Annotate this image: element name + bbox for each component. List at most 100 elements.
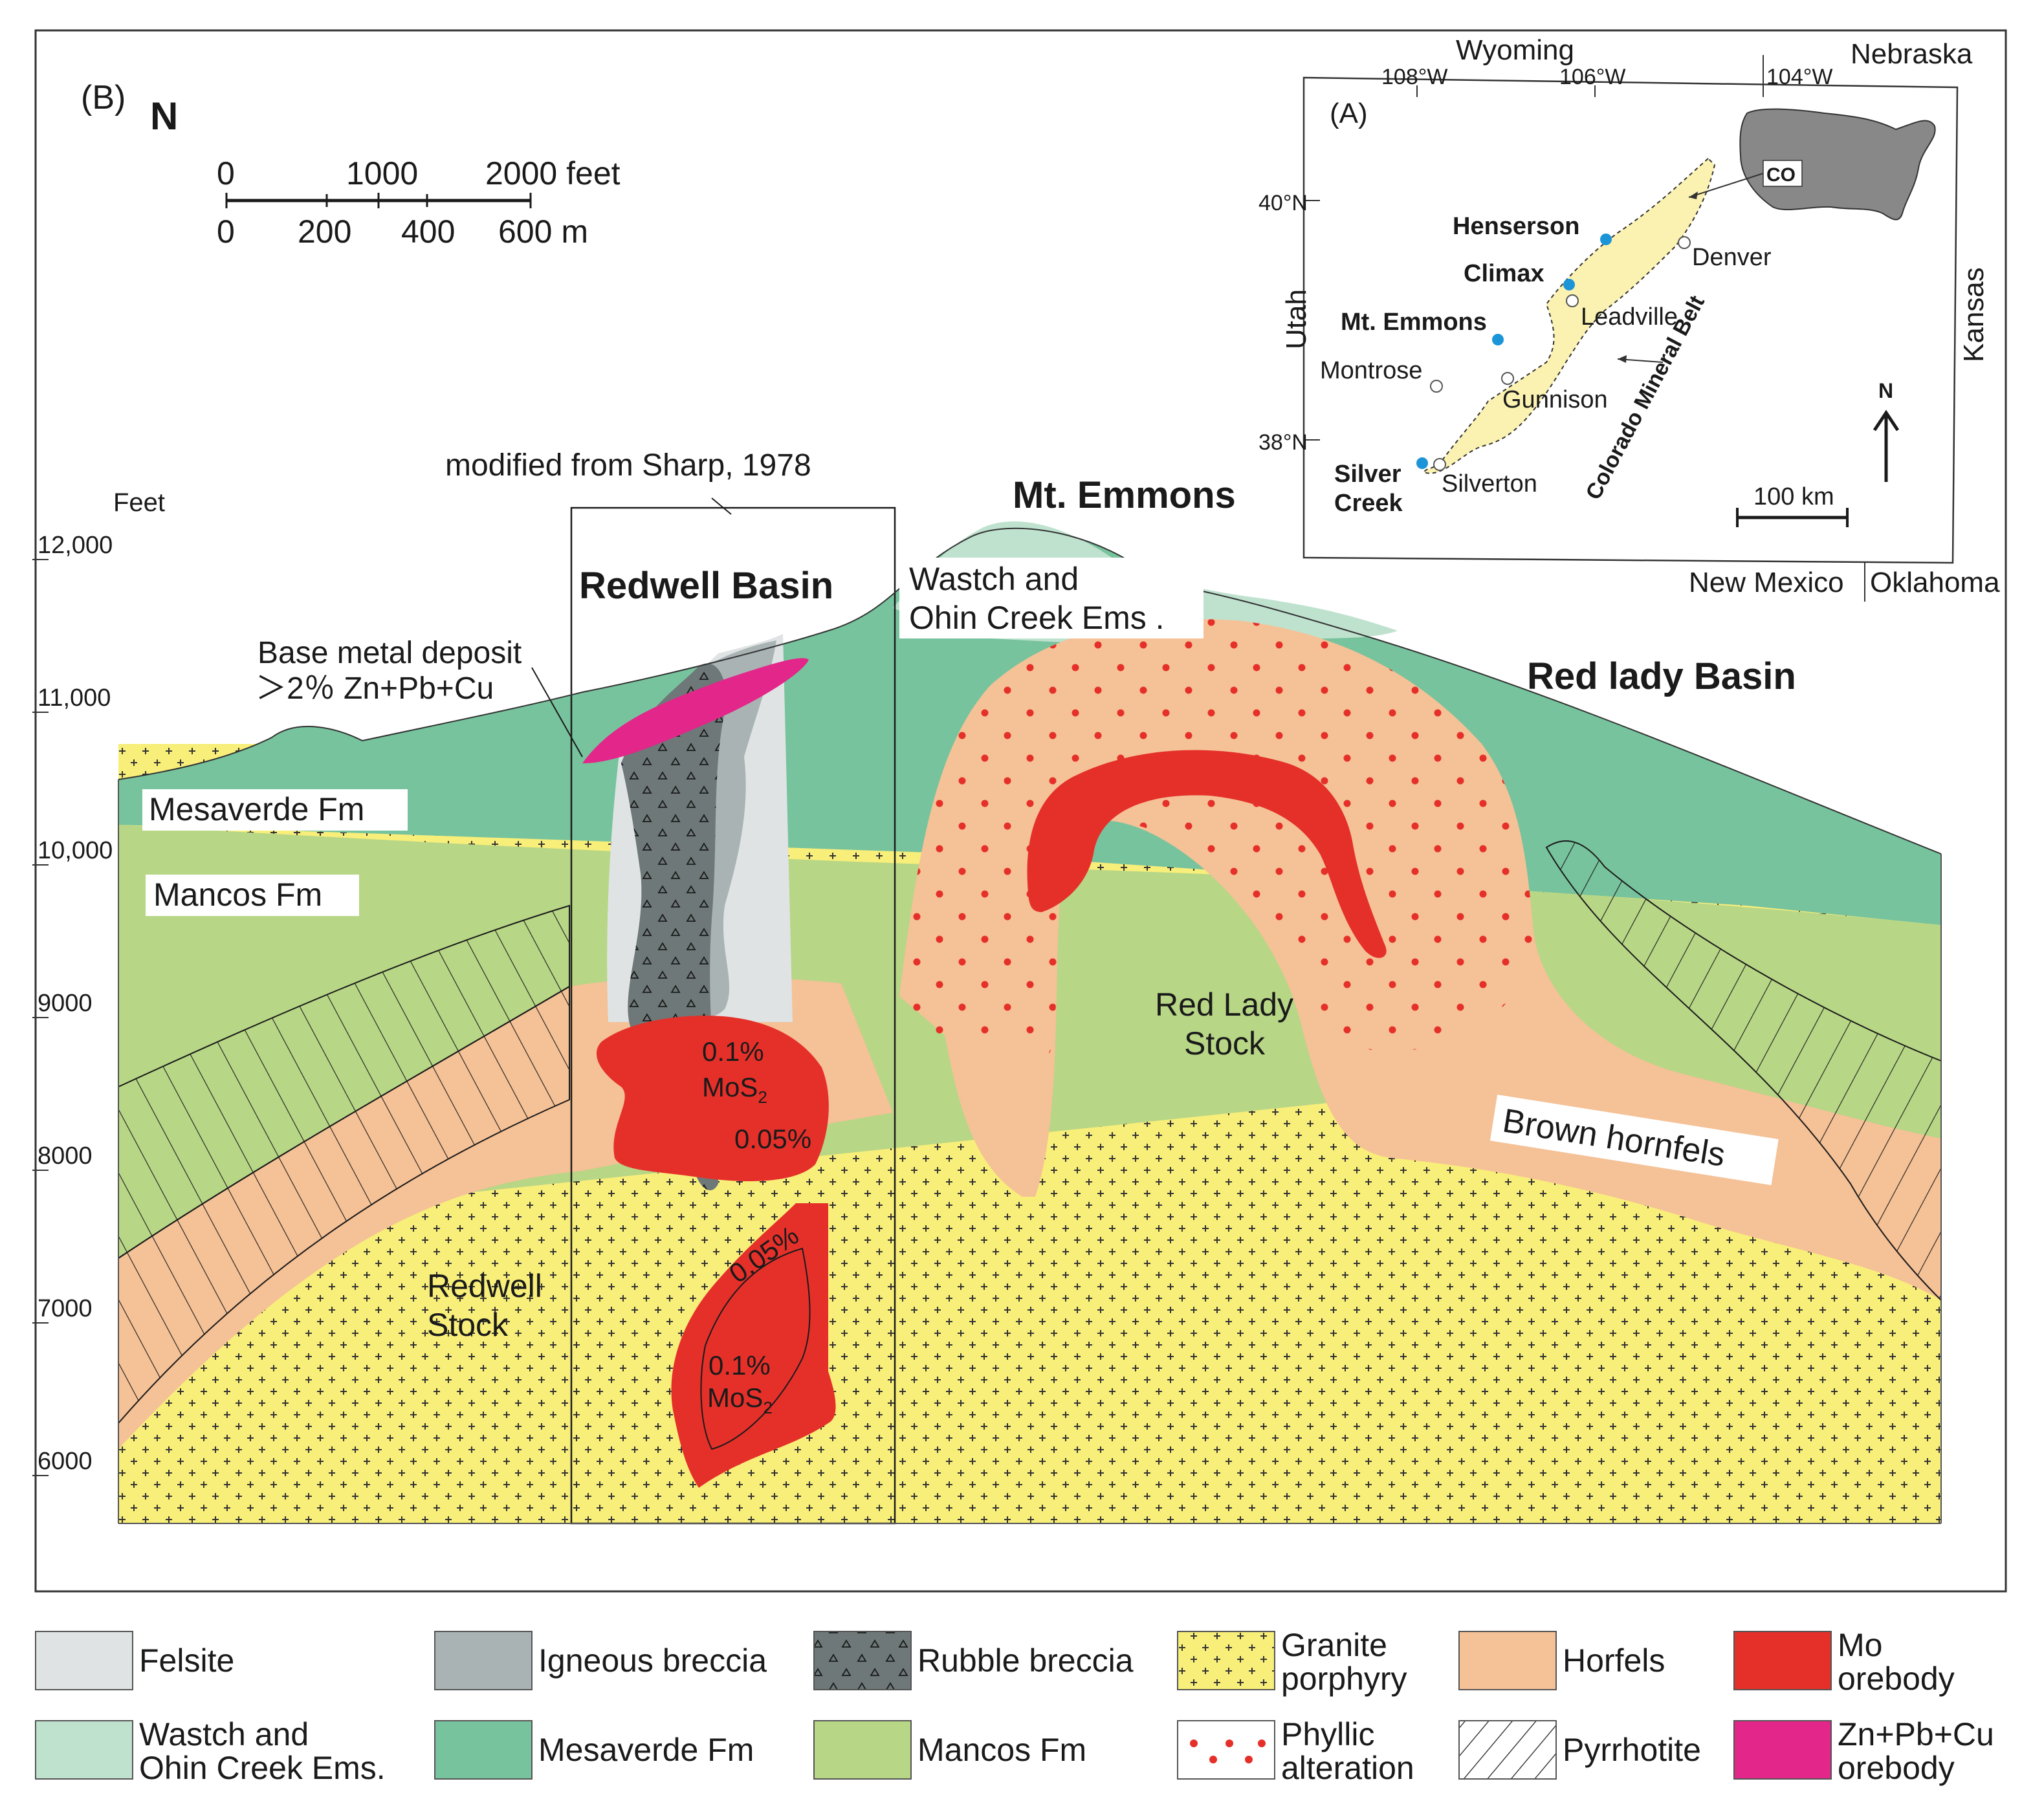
state-nebraska: Nebraska (1851, 38, 1973, 70)
lower-grade-2: 0.1% (709, 1350, 771, 1380)
legend-swatch (1458, 1720, 1557, 1780)
legend-label: Wastch and (139, 1716, 309, 1752)
legend-swatch (1733, 1631, 1832, 1690)
state-kansas: Kansas (1958, 267, 1990, 362)
deposit-silver: Silver (1334, 461, 1401, 488)
legend-item-rubble: Rubble breccia (813, 1631, 1134, 1690)
town-leadville: Leadville (1581, 303, 1678, 331)
elevation-tick: 9000 (38, 990, 93, 1017)
legend-label: Mesaverde Fm (538, 1732, 754, 1768)
lon-106: 106°W (1559, 65, 1625, 89)
scale-m-3: 600 m (498, 213, 588, 250)
state-oklahoma: Oklahoma (1870, 567, 2000, 598)
red-lady-basin-title: Red lady Basin (1527, 655, 1796, 697)
state-wyoming: Wyoming (1456, 34, 1574, 66)
deposit-creek: Creek (1334, 490, 1403, 517)
redwell-lower-mo-orebody (671, 1203, 836, 1488)
legend: Felsite Igneous breccia Rubble breccia Gran… (35, 1627, 1994, 1786)
elevation-tick: 8000 (38, 1142, 93, 1170)
scale-ft-2: 2000 feet (485, 155, 621, 191)
scale-bar: 0 1000 2000 feet 0 200 400 600 m (217, 155, 621, 250)
deposit-mt-emmons: Mt. Emmons (1341, 309, 1487, 336)
legend-item-igneous: Igneous breccia (434, 1631, 767, 1690)
base-metal-label-1: Base metal deposit (258, 636, 522, 670)
elevation-tick: 11,000 (38, 684, 111, 712)
legend-swatch (1177, 1720, 1275, 1780)
scale-ft-0: 0 (217, 155, 235, 191)
pyrrhotite-right (1545, 840, 1942, 1302)
inset-scale: 100 km (1753, 483, 1834, 510)
legend-label: Rubble breccia (918, 1642, 1134, 1679)
legend-label: Zn+Pb+Cu (1838, 1716, 1994, 1752)
legend-swatch (35, 1720, 133, 1780)
legend-swatch (1733, 1720, 1832, 1780)
town-silverton: Silverton (1442, 470, 1537, 497)
legend-item-hornfels: Horfels (1458, 1631, 1665, 1690)
scale-m-1: 200 (298, 213, 351, 250)
lat-40: 40°N (1258, 191, 1308, 215)
legend-label: Phyllic (1281, 1716, 1374, 1752)
legend-label: Granite (1281, 1627, 1387, 1663)
upper-grade-1: 0.1% (702, 1036, 764, 1067)
legend-item-mancos: Mancos Fm (813, 1720, 1086, 1780)
legend-label: Horfels (1563, 1642, 1665, 1679)
legend-label: Felsite (139, 1642, 234, 1679)
legend-label: Mo (1838, 1627, 1882, 1663)
legend-item-mesaverde: Mesaverde Fm (434, 1720, 754, 1780)
inset-map: CO Wyoming Nebraska New Mexico Oklahoma … (1258, 34, 2000, 602)
legend-swatch (434, 1720, 533, 1780)
panel-a-label: (A) (1330, 98, 1368, 129)
inset-co: CO (1766, 164, 1796, 186)
wastch-label-2: Ohin Creek Ems . (909, 600, 1165, 636)
deposit-climax: Climax (1464, 260, 1544, 287)
legend-swatch (813, 1720, 912, 1780)
town-denver: Denver (1692, 244, 1772, 271)
legend-label: Igneous breccia (538, 1642, 767, 1679)
town-montrose: Montrose (1320, 357, 1422, 384)
north-label: N (150, 94, 178, 138)
elevation-tick: 10,000 (38, 837, 113, 864)
deposit-henserson: Henserson (1453, 213, 1579, 240)
legend-label: Mancos Fm (918, 1732, 1086, 1768)
mt-emmons-title: Mt. Emmons (1013, 474, 1236, 516)
colorado-mineral-belt (1422, 157, 1716, 474)
redwell-stock-label-2: Stock (427, 1307, 509, 1343)
wastch-label-1: Wastch and (909, 561, 1079, 597)
town-gunnison: Gunnison (1502, 386, 1608, 413)
redwell-upper-mo-orebody (596, 1016, 829, 1181)
elevation-tick: 12,000 (38, 532, 113, 559)
mancos-label: Mancos Fm (153, 877, 322, 913)
elevation-tick: 6000 (38, 1448, 93, 1475)
upper-mos-label: MoS2 (702, 1072, 767, 1107)
axis-unit: Feet (113, 488, 165, 517)
mesaverde-label: Mesaverde Fm (149, 791, 364, 827)
lon-108: 108°W (1381, 65, 1447, 89)
redwell-basin-title: Redwell Basin (579, 565, 833, 607)
legend-label: orebody (1838, 1750, 1955, 1786)
legend-swatch (434, 1631, 533, 1690)
scale-m-2: 400 (401, 213, 455, 250)
red-lady-mo-orebody (1027, 750, 1387, 958)
legend-label: porphyry (1281, 1661, 1407, 1697)
legend-swatch (1458, 1631, 1557, 1690)
lat-38: 38°N (1258, 430, 1308, 455)
legend-swatch (35, 1631, 133, 1690)
scale-ft-1: 1000 (346, 155, 418, 191)
legend-swatch (1177, 1631, 1275, 1690)
legend-item-pyrrhotite: Pyrrhotite (1458, 1720, 1701, 1780)
red-lady-stock-label-2: Stock (1184, 1025, 1266, 1062)
redwell-stock-label-1: Redwell (427, 1268, 542, 1304)
red-lady-stock-label-1: Red Lady (1155, 987, 1293, 1023)
scale-m-0: 0 (217, 213, 235, 250)
legend-label: Ohin Creek Ems. (139, 1750, 386, 1786)
lon-104: 104°W (1766, 65, 1832, 89)
source-note: modified from Sharp, 1978 (445, 448, 811, 483)
zn-pb-cu-orebody (582, 658, 809, 763)
base-metal-label-2: ＞2％ Zn+Pb+Cu (256, 671, 494, 706)
upper-grade-2: 0.05% (734, 1124, 811, 1154)
